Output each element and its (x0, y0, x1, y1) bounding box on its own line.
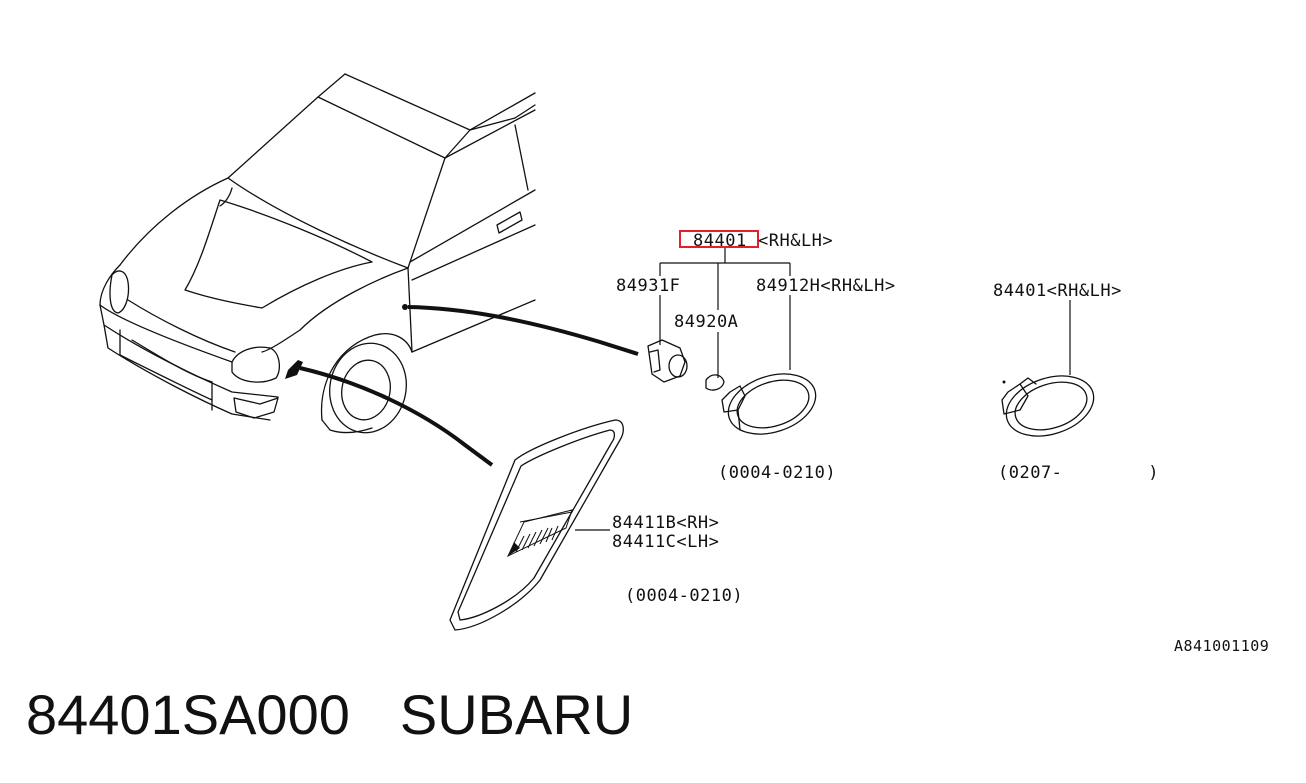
footer-part-number: 84401SA000 (26, 683, 350, 746)
label-bulb: 84920A (674, 312, 738, 332)
pointer-to-side-lamp (407, 305, 639, 356)
label-garnish-rh: 84411B<RH> (612, 513, 719, 533)
label-range-2: (0207- ) (998, 463, 1159, 483)
side-lamp-assembly-1 (647, 339, 817, 435)
label-main-part: 84401 (693, 231, 747, 251)
car-side-marker (285, 360, 303, 379)
label-socket: 84931F (616, 276, 680, 296)
figure-code: A841001109 (1174, 637, 1269, 655)
main-part-highlight (679, 230, 759, 248)
label-main-part-suffix: <RH&LH> (758, 231, 833, 251)
car-illustration (99, 73, 536, 434)
label-alt-part: 84401<RH&LH> (993, 281, 1122, 301)
garnish-panel (449, 419, 624, 631)
side-lamp-assembly-2 (1001, 300, 1095, 437)
label-range-1: (0004-0210) (718, 463, 836, 483)
label-range-3: (0004-0210) (625, 586, 743, 606)
label-lens: 84912H<RH&LH> (756, 276, 896, 296)
label-garnish-lh: 84411C<LH> (612, 532, 719, 552)
footer-title: 84401SA000 SUBARU (26, 682, 633, 747)
footer-brand: SUBARU (399, 683, 634, 746)
pointer-to-garnish (299, 366, 494, 467)
leader-lines-main (659, 247, 791, 378)
